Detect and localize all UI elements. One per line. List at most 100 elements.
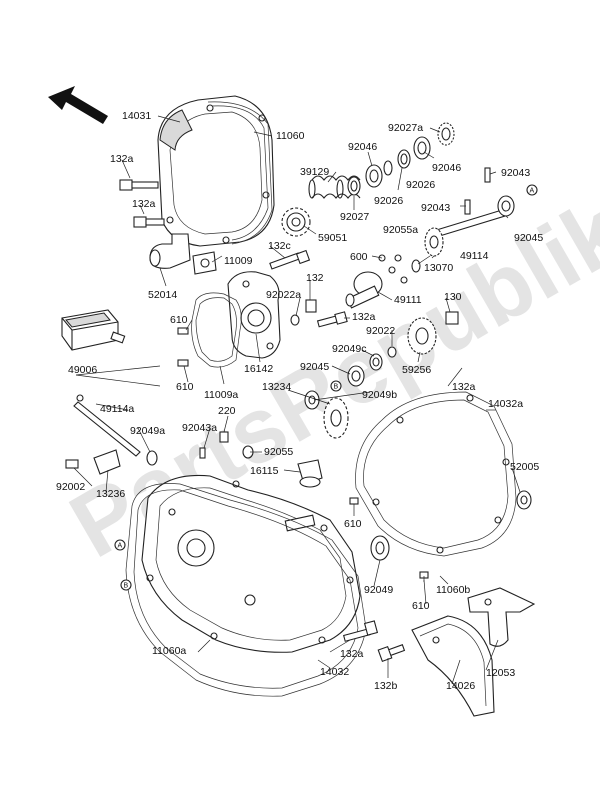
oil-seal-92049c xyxy=(369,353,383,371)
plug-220 xyxy=(219,431,229,443)
part-number-labels: 14031 11060 132a 132a 39129 92046 92027a… xyxy=(56,110,543,692)
svg-text:A: A xyxy=(118,543,123,550)
bearing-92045-1 xyxy=(497,195,515,217)
label-49111: 49111 xyxy=(394,294,422,306)
bolt-132a-second xyxy=(133,216,165,228)
label-92049b: 92049b xyxy=(362,389,397,401)
label-92022a: 92022a xyxy=(266,289,301,301)
label-92027: 92027 xyxy=(340,211,369,223)
label-610: 610 xyxy=(176,381,194,393)
label-610: 610 xyxy=(412,600,430,612)
label-52014: 52014 xyxy=(148,289,177,301)
label-92022: 92022 xyxy=(366,325,395,337)
svg-text:B: B xyxy=(334,384,339,391)
label-92046: 92046 xyxy=(348,141,377,153)
bracket-12053 xyxy=(467,587,536,647)
ref-marker-a-left: A xyxy=(114,539,126,551)
bolt-132b xyxy=(377,644,406,663)
label-92026: 92026 xyxy=(406,179,435,191)
label-92043: 92043 xyxy=(421,202,450,214)
bolt-132a-mid xyxy=(316,311,348,328)
label-92027a: 92027a xyxy=(388,122,423,134)
gasket-11060 xyxy=(207,101,273,245)
bolt-92002 xyxy=(65,459,79,469)
dowel-pin-610-a xyxy=(177,327,189,335)
washer-92026-2 xyxy=(397,149,411,169)
svg-text:A: A xyxy=(530,188,535,195)
pin-92043-1 xyxy=(484,167,491,183)
label-13234: 13234 xyxy=(262,381,291,393)
spring-39129 xyxy=(308,175,361,199)
label-92049: 92049 xyxy=(364,584,393,596)
label-13070: 13070 xyxy=(424,262,453,274)
bracket-13236 xyxy=(93,449,121,475)
water-pump-cover-16142 xyxy=(227,271,281,359)
ref-marker-b-left: B xyxy=(120,579,132,591)
leader-lines xyxy=(73,115,521,685)
label-16142: 16142 xyxy=(244,363,273,375)
rod-49114a xyxy=(73,394,141,457)
gasket-11060a xyxy=(125,483,367,697)
washer-92027a xyxy=(437,122,455,146)
label-49006: 49006 xyxy=(68,364,97,376)
label-14032: 14032 xyxy=(320,666,349,678)
gear-13070 xyxy=(424,227,444,257)
label-132: 132 xyxy=(306,272,324,284)
label-132b: 132b xyxy=(374,680,398,692)
label-132a: 132a xyxy=(110,153,134,165)
dowel-pin-610-c xyxy=(349,497,359,505)
governor-49111 xyxy=(345,271,383,309)
label-11009a: 11009a xyxy=(204,389,238,401)
part-49006 xyxy=(61,309,126,351)
label-92046: 92046 xyxy=(432,162,461,174)
bolt-132a-upper xyxy=(119,179,159,191)
label-14032a: 14032a xyxy=(488,398,523,410)
label-59051: 59051 xyxy=(318,232,347,244)
circlip-92055a xyxy=(411,259,421,273)
balls-600 xyxy=(378,254,408,284)
guide-14026 xyxy=(411,615,495,717)
bolt-130 xyxy=(445,311,459,325)
label-92043: 92043 xyxy=(501,167,530,179)
ref-marker-b-mid: B xyxy=(330,380,342,392)
label-132c: 132c xyxy=(268,240,291,252)
gear-59256 xyxy=(407,317,437,355)
label-92055a: 92055a xyxy=(383,224,418,236)
label-52005: 52005 xyxy=(510,461,539,473)
label-132a: 132a xyxy=(132,198,156,210)
ref-marker-a-right: A xyxy=(526,184,538,196)
bearing-92046-1 xyxy=(365,164,383,188)
front-direction-arrow-icon xyxy=(48,86,108,124)
cover-14031 xyxy=(157,95,275,247)
label-12053: 12053 xyxy=(486,667,515,679)
label-610: 610 xyxy=(344,518,362,530)
label-49114: 49114 xyxy=(460,250,489,262)
washer-92027 xyxy=(347,176,361,196)
label-92049c: 92049c xyxy=(332,343,366,355)
label-11060a: 11060a xyxy=(152,645,186,657)
bearing-92045-2 xyxy=(347,365,365,387)
oil-seal-52005 xyxy=(516,490,532,510)
label-600: 600 xyxy=(350,251,368,263)
label-11009: 11009 xyxy=(224,255,253,267)
label-11060: 11060 xyxy=(276,130,305,142)
label-92049a: 92049a xyxy=(130,425,165,437)
water-pipe-52014 xyxy=(149,233,191,269)
oil-seal-92049a xyxy=(146,450,158,466)
label-132a: 132a xyxy=(352,311,376,323)
bolt-132a-lower xyxy=(342,620,379,642)
gasket-11009 xyxy=(192,251,217,275)
label-92002: 92002 xyxy=(56,481,85,493)
label-92043a: 92043a xyxy=(182,422,217,434)
washer-92026-1 xyxy=(383,160,393,176)
label-39129: 39129 xyxy=(300,166,329,178)
bolt-132c xyxy=(269,249,311,270)
label-92026: 92026 xyxy=(374,195,403,207)
cap-16115 xyxy=(297,459,323,488)
label-14031: 14031 xyxy=(122,110,151,122)
label-610: 610 xyxy=(170,314,188,326)
washer-92022 xyxy=(387,346,397,358)
bearing-92046-2 xyxy=(413,136,431,160)
impeller-13234 xyxy=(323,397,349,439)
label-132a: 132a xyxy=(340,648,364,660)
